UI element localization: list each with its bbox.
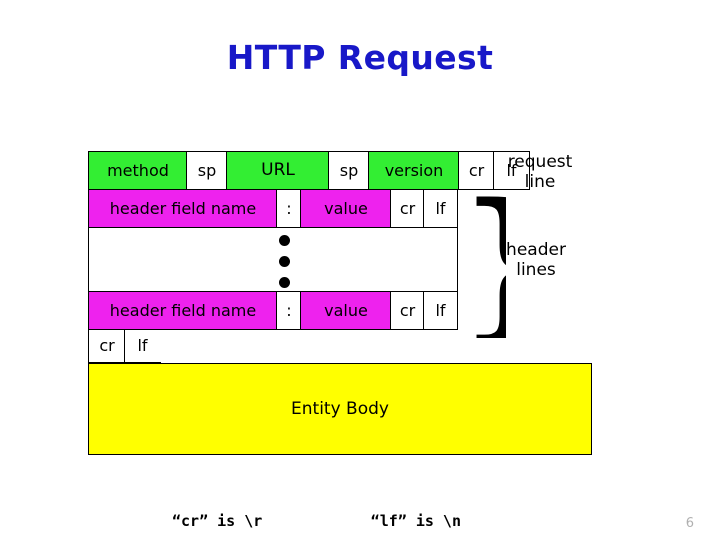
http-request-diagram: method sp URL sp version cr lf header fi…: [88, 151, 592, 456]
legend-line-1: “cr” is \r “lf” is \n: [172, 512, 461, 530]
cell-method: method: [88, 151, 188, 190]
cell-header-field-name-first: header field name: [88, 189, 278, 228]
annotation-request-line: request line: [507, 152, 573, 192]
cell-cr-request-line: cr: [458, 151, 495, 190]
cell-value-first: value: [300, 189, 392, 228]
cell-cr-blank-line: cr: [88, 329, 126, 363]
cell-version: version: [368, 151, 460, 190]
cell-lf-header-first: lf: [423, 189, 458, 228]
cell-cr-header-first: cr: [390, 189, 425, 228]
page-title: HTTP Request: [226, 38, 494, 77]
cell-sp-1: sp: [186, 151, 228, 190]
cell-url: URL: [226, 151, 330, 190]
cell-colon-first: :: [276, 189, 302, 228]
cell-blank-line-filler: [159, 329, 161, 363]
cell-entity-body: Entity Body: [88, 363, 592, 455]
annotation-header-lines: header lines: [506, 240, 566, 280]
ellipsis-row: [88, 227, 458, 292]
ellipsis-dot: [279, 235, 290, 246]
ellipsis-dot: [279, 277, 290, 288]
cell-sp-2: sp: [328, 151, 370, 190]
ellipsis-dot: [279, 256, 290, 267]
cell-lf-header-last: lf: [423, 291, 458, 330]
curly-brace-icon: }: [462, 186, 506, 338]
cell-value-last: value: [300, 291, 392, 330]
cell-cr-header-last: cr: [390, 291, 425, 330]
page-number: 6: [685, 516, 694, 531]
cell-header-field-name-last: header field name: [88, 291, 278, 330]
cell-lf-blank-line: lf: [124, 329, 161, 363]
cell-colon-last: :: [276, 291, 302, 330]
legend-text: “cr” is \r “lf” is \n sp is “ ”: [0, 464, 720, 540]
cell-lf-request-line: lf: [493, 151, 530, 190]
